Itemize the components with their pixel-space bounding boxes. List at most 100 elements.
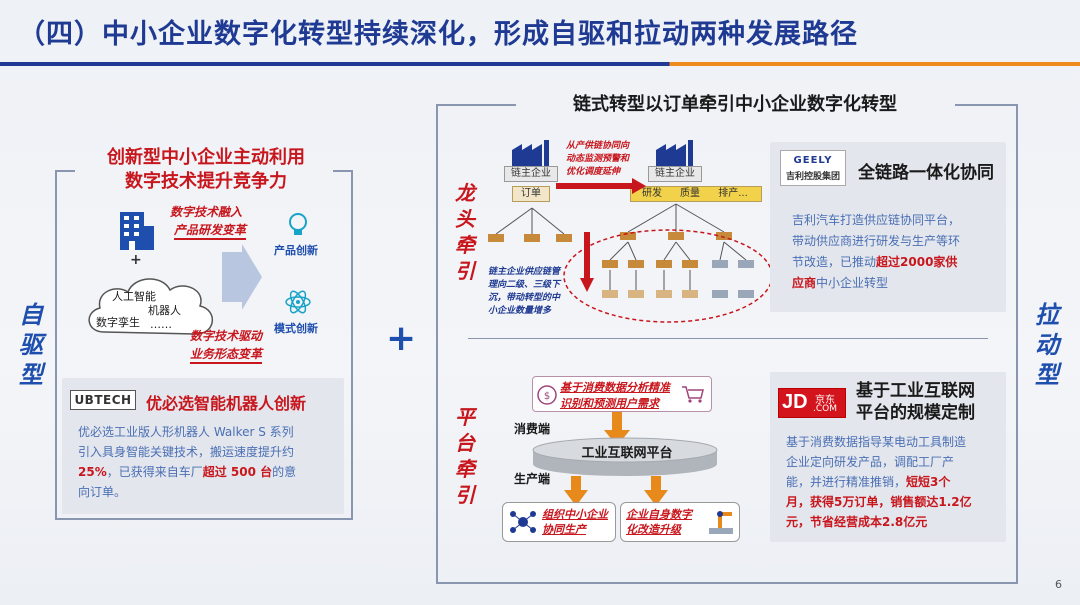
arrow-down-orange-icon [564,476,588,506]
note-line: 动态监测预警和 [566,154,630,164]
lightbulb-icon [289,213,307,235]
arrow-right-red-icon [556,178,646,194]
outcome-model-innovation: 模式创新 [274,322,318,335]
title-underline [0,62,1080,66]
jd-card-title: 基于工业互联网 平台的规模定制 [856,380,975,424]
ubtech-logo: UBTECH [70,390,136,410]
center-plus-sign: + [386,318,417,359]
consumer-side-label: 消费端 [514,422,551,436]
note-line: 优化调度延伸 [566,167,621,177]
jd-title-line: 平台的规模定制 [856,403,975,423]
jd-logo: JD 京东 .COM [778,388,846,418]
left-panel-frame [55,170,353,520]
ubtech-case-title: 优必选智能机器人创新 [146,394,307,413]
right-panel-frame [436,104,1018,584]
supplier-network [488,203,773,323]
platform-disc [532,437,718,476]
chain-node-left: 链主企业 [504,166,558,182]
card-line: 月，获得5万订单，销售额达1.2亿 [786,495,972,509]
card-line: 节改造，已推动超过2000家供 [792,255,958,269]
coordinate-production-text: 组织中小企业 协同生产 [542,507,608,537]
box-line: 化改造升级 [626,523,681,536]
tag-bottom-line1: 数字技术驱动 [190,329,263,343]
left-side-label: 自驱型 [19,301,43,389]
outcome-product-innovation: 产品创新 [274,244,318,257]
jd-logo-com: .COM [813,404,837,414]
card-line: 带动供应商进行研发与生产等环 [792,234,961,248]
platform-name: 工业互联网平台 [581,446,673,461]
note-bottom: 链主企业供应链管 理向二级、三级下 沉，带动转型的中 小企业数量增多 [488,266,580,318]
card-line: 元，节省经营成本2.8亿元 [786,515,928,529]
producer-side-label: 生产端 [514,472,551,486]
atom-icon [285,290,311,314]
arrow-down-orange-icon [644,476,668,506]
jd-card-body: 基于消费数据指导某电动工具制造 企业定向研发产品，调配工厂产 能，并进行精准推销… [786,432,1002,532]
case-line: 向订单。 [78,485,127,499]
note-top: 从产供链协同向 动态监测预警和 优化调度延伸 [566,140,656,179]
function-quality: 质量 [680,188,700,199]
left-frame-corner [333,170,353,172]
right-frame-corner [436,104,516,106]
cloud-item: 数字孪生 [96,316,140,329]
geely-card-body: 吉利汽车打造供应链协同平台， 带动供应商进行研发与生产等环 节改造，已推动超过2… [792,210,1002,294]
svg-text:$: $ [544,391,550,402]
left-heading-line: 数字技术提升竞争力 [125,171,287,192]
box-line: 组织中小企业 [542,508,608,521]
case-line: 25%，已获得来自车厂超过 500 台的意 [78,465,297,479]
order-box: 订单 [512,186,550,202]
right-frame-corner [955,104,1018,106]
box-line: 基于消费数据分析精准 [560,381,670,394]
building-icon [120,212,154,250]
tag-bottom-line2: 业务形态变革 [190,346,263,364]
left-frame-corner [55,170,75,172]
cloud-item: 机器人 [148,304,181,317]
money-bag-icon: $ [537,385,557,405]
right-panel-heading: 链式转型以订单牵引中小企业数字化转型 [573,94,897,115]
note-line: 理向二级、三级下 [488,280,561,290]
tag-top-line1: 数字技术融入 [170,205,243,219]
left-heading-line: 创新型中小企业主动利用 [107,147,305,168]
network-people-icon [510,511,536,533]
section-label-platform: 平台牵引 [455,405,475,507]
note-line: 从产供链协同向 [566,141,630,151]
cloud-item: …… [150,318,172,331]
factory-icon [512,140,549,166]
geely-logo-subtext: 吉利控股集团 [785,172,840,182]
note-line: 沉，带动转型的中 [488,293,561,303]
shopping-cart-icon [682,386,704,403]
demand-analysis-box [532,376,712,412]
cloud-item: 人工智能 [112,290,156,303]
box-line: 协同生产 [542,523,586,536]
robot-arm-icon [709,511,733,534]
jd-title-line: 基于工业互联网 [856,381,975,401]
box-line: 企业自身数字 [626,508,692,521]
tag-top-line2: 产品研发变革 [174,222,247,240]
geely-logo-text: GEELY [793,155,833,166]
left-panel-heading: 创新型中小企业主动利用 数字技术提升竞争力 [78,146,334,194]
card-line: 应商中小企业转型 [792,276,889,290]
section-label-leader: 龙头牵引 [455,181,475,283]
plus-small: + [130,252,142,268]
self-upgrade-text: 企业自身数字 化改造升级 [626,507,692,537]
card-line: 基于消费数据指导某电动工具制造 [786,435,967,449]
function-rd: 研发 [642,188,662,199]
ubtech-case-body: 优必选工业版人形机器人 Walker S 系列 引入具身智能关键技术，搬运速度提… [78,422,340,502]
jd-logo-cn: 京东 [815,395,835,406]
geely-card-title: 全链路一体化协同 [858,163,994,183]
cloud-shape [88,278,213,335]
geely-logo: GEELY 吉利控股集团 [780,150,846,186]
note-line: 链主企业供应链管 [488,267,561,277]
chain-node-right: 链主企业 [648,166,702,182]
section-divider [468,338,988,339]
page-number: 6 [1055,578,1062,591]
page-title: （四）中小企业数字化转型持续深化，形成自驱和拉动两种发展路径 [18,19,858,50]
case-line: 优必选工业版人形机器人 Walker S 系列 [78,425,294,439]
function-schedule: 排产... [718,188,748,199]
right-side-label: 拉动型 [1035,301,1059,389]
card-line: 能，并进行精准推销，短短3个 [786,475,951,489]
demand-analysis-text: 基于消费数据分析精准 识别和预测用户需求 [560,380,670,412]
arrow-right-icon [222,244,262,310]
jd-logo-main: JD [782,391,808,413]
function-row [630,186,762,202]
note-line: 小企业数量增多 [488,306,552,316]
